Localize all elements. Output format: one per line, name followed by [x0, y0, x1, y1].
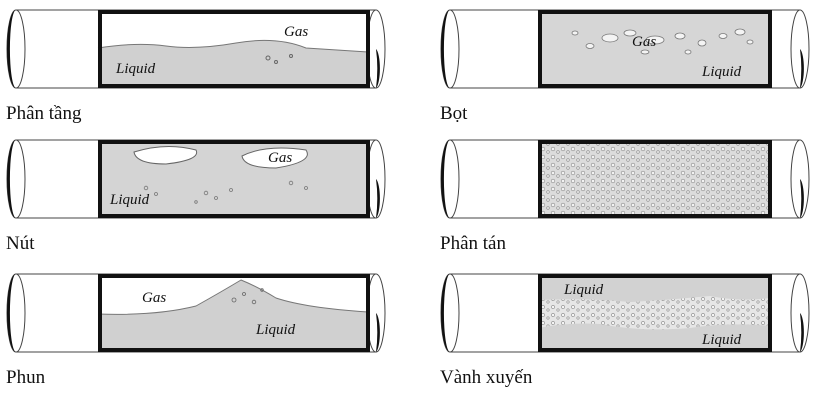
panel-stratified: Gas Liquid Phân tầng	[6, 8, 406, 138]
spray-pipe-diagram: Gas Liquid	[6, 273, 386, 353]
panel-annular: Liquid Liquid Vành xuyến	[440, 272, 821, 402]
slug-pipe-diagram: Gas Liquid	[6, 139, 386, 219]
gas-label: Gas	[632, 34, 656, 50]
bubble-pipe-diagram: Gas Liquid	[440, 9, 810, 89]
caption-dispersed: Phân tán	[440, 233, 506, 254]
dispersed-pipe-diagram	[440, 139, 810, 219]
panel-dispersed: Phân tán	[440, 138, 821, 268]
liquid-label: Liquid	[109, 192, 150, 208]
stratified-pipe-diagram: Gas Liquid	[6, 9, 386, 89]
gas-label: Gas	[284, 24, 308, 40]
caption-bubble: Bọt	[440, 103, 468, 124]
caption-stratified: Phân tầng	[6, 103, 82, 124]
panel-bubble: Gas Liquid Bọt	[440, 8, 821, 138]
liquid-label: Liquid	[255, 322, 296, 338]
liquid-label: Liquid	[701, 64, 742, 80]
panel-spray: Gas Liquid Phun	[6, 272, 406, 402]
caption-slug: Nút	[6, 233, 35, 254]
liquid-label: Liquid	[115, 61, 156, 77]
gas-label: Gas	[268, 150, 292, 166]
caption-spray: Phun	[6, 367, 46, 388]
liquid-bottom-label: Liquid	[701, 332, 742, 348]
liquid-top-label: Liquid	[563, 282, 604, 298]
panel-slug: Gas Liquid Nút	[6, 138, 406, 268]
caption-annular: Vành xuyến	[440, 367, 533, 388]
gas-label: Gas	[142, 290, 166, 306]
annular-pipe-diagram: Liquid Liquid	[440, 273, 810, 353]
